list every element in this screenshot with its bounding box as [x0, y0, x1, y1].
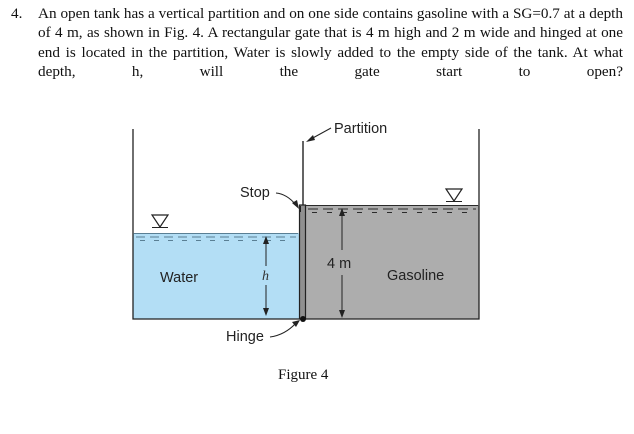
hinge-label: Hinge: [226, 329, 264, 345]
depth-label: 4 m: [327, 256, 351, 272]
water-surface-lines: [134, 233, 298, 241]
h-label: h: [262, 269, 269, 284]
partition-arrowhead: [306, 135, 315, 142]
h-arrow-top: [263, 236, 269, 244]
depth-arrow-bottom: [339, 310, 345, 318]
gasoline-region: [305, 205, 479, 319]
gate: [298, 204, 307, 320]
gasoline-surface-marker: [444, 188, 464, 203]
water-region: [133, 233, 299, 319]
partition-leader: [310, 127, 332, 140]
water-surface-marker: [150, 214, 170, 229]
problem-text: An open tank has a vertical partition an…: [38, 5, 623, 81]
partition-label: Partition: [334, 121, 387, 137]
water-label: Water: [160, 270, 198, 286]
depth-arrow-top: [339, 208, 345, 216]
hinge-leader: [269, 322, 297, 338]
h-arrow-bottom: [263, 308, 269, 316]
hinge-pin: [300, 316, 306, 322]
gasoline-label: Gasoline: [387, 268, 444, 284]
stop-label: Stop: [240, 185, 270, 201]
hinge-arrowhead: [292, 320, 300, 327]
figure-caption: Figure 4: [278, 367, 329, 383]
stop-arrowhead: [292, 200, 299, 209]
problem-number: 4.: [11, 5, 23, 22]
gasoline-surface-lines: [306, 205, 478, 213]
problem-statement: 4. An open tank has a vertical partition…: [11, 4, 623, 101]
